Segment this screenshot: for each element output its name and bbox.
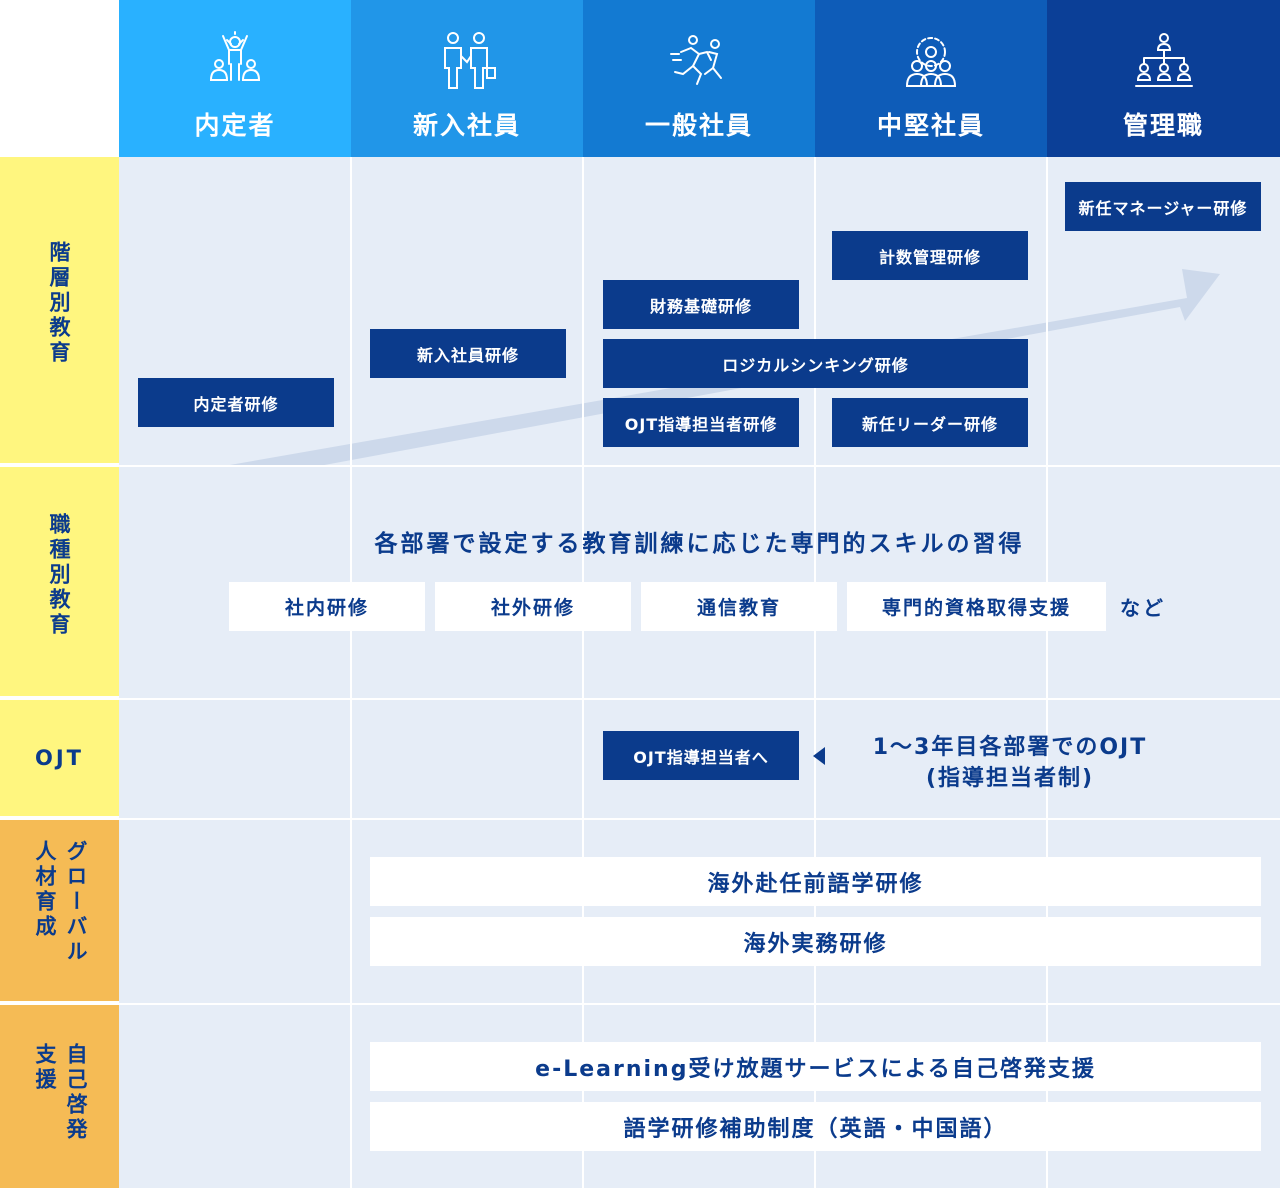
- row-label-global: グローバル 人材育成: [0, 820, 119, 1003]
- ojt-note-line1: 1〜3年目各部署でのOJT: [872, 735, 1148, 760]
- row-label-text: 階層別教育: [47, 241, 71, 366]
- course-keisu[interactable]: 計数管理研修: [832, 231, 1028, 280]
- running-people-icon: [670, 35, 722, 85]
- functional-item: 通信教育: [641, 582, 837, 631]
- column-label: 管理職: [1122, 111, 1204, 140]
- row-label-text: OJT: [35, 746, 84, 770]
- functional-item: 社外研修: [435, 582, 631, 631]
- row-label-text: グローバル: [64, 840, 88, 965]
- row-label-ojt: OJT: [0, 700, 119, 818]
- row-label-self-dev: 自己啓発 支援: [0, 1005, 119, 1188]
- ojt-box[interactable]: OJT指導担当者へ: [603, 731, 799, 780]
- grid-line: [1046, 157, 1048, 1188]
- functional-item: 専門的資格取得支援: [847, 582, 1106, 631]
- grid-line: [814, 157, 816, 1188]
- column-header-naiteisha: 内定者: [119, 0, 351, 157]
- celebrating-people-icon: [209, 31, 261, 81]
- grid-line: [119, 465, 1280, 467]
- course-shinnyu[interactable]: 新入社員研修: [370, 329, 566, 378]
- row-label-text: 支援: [33, 1043, 57, 1093]
- course-zaimu[interactable]: 財務基礎研修: [603, 280, 799, 329]
- column-header-chuken: 中堅社員: [815, 0, 1047, 157]
- grid-line: [119, 818, 1280, 820]
- header-corner: [0, 0, 119, 157]
- global-item: 海外実務研修: [370, 917, 1261, 966]
- grid-line: [350, 157, 352, 1188]
- team-gear-icon: [905, 37, 957, 87]
- column-header-ippan: 一般社員: [583, 0, 815, 157]
- global-item: 海外赴任前語学研修: [370, 857, 1261, 906]
- course-logical[interactable]: ロジカルシンキング研修: [603, 339, 1028, 388]
- course-ojt-trainer[interactable]: OJT指導担当者研修: [603, 398, 799, 447]
- row-label-text: 職種別教育: [47, 513, 71, 638]
- column-header-shinnyu: 新入社員: [351, 0, 583, 157]
- left-triangle-icon: [813, 747, 825, 765]
- row-label-text: 自己啓発: [64, 1043, 88, 1143]
- self-dev-item: e-Learning受け放題サービスによる自己啓発支援: [370, 1042, 1261, 1091]
- functional-item: 社内研修: [229, 582, 425, 631]
- grid-line: [582, 157, 584, 1188]
- grid-line: [119, 1003, 1280, 1005]
- handshake-icon: [444, 32, 496, 89]
- column-label: 新入社員: [412, 111, 521, 140]
- ojt-note-line2: (指導担当者制): [925, 766, 1095, 791]
- column-label: 一般社員: [644, 111, 753, 140]
- course-manager[interactable]: 新任マネージャー研修: [1065, 182, 1261, 231]
- row-label-stratified: 階層別教育: [0, 157, 119, 465]
- self-dev-item: 語学研修補助制度（英語・中国語）: [370, 1102, 1261, 1151]
- grid-line: [119, 698, 1280, 700]
- org-chart-icon: [1134, 33, 1193, 87]
- course-naiteisha[interactable]: 内定者研修: [138, 378, 334, 427]
- column-label: 中堅社員: [876, 111, 985, 140]
- course-leader[interactable]: 新任リーダー研修: [832, 398, 1028, 447]
- row-label-text: 人材育成: [33, 840, 57, 940]
- functional-suffix: など: [1120, 596, 1166, 620]
- column-label: 内定者: [194, 111, 276, 140]
- column-header-kanrishoku: 管理職: [1047, 0, 1280, 157]
- row-label-functional: 職種別教育: [0, 467, 119, 698]
- functional-description: 各部署で設定する教育訓練に応じた専門的スキルの習得: [374, 531, 1025, 557]
